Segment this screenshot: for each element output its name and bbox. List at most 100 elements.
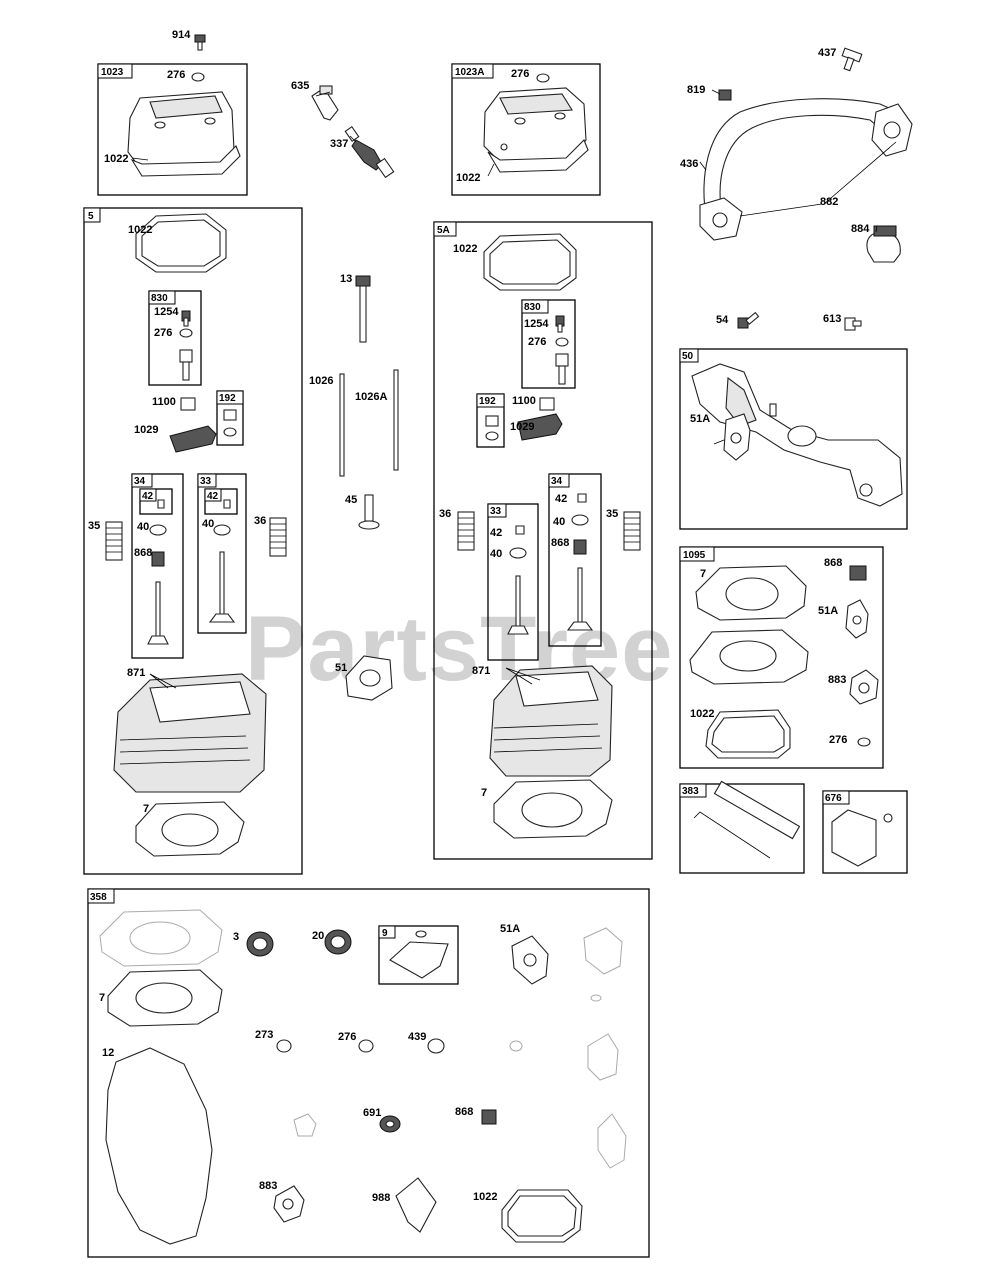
gasket-51a-358: [511, 935, 549, 985]
section-box-830-left: 830: [148, 290, 202, 386]
part-label: 276: [528, 336, 546, 348]
section-box-42-left: 42: [139, 488, 173, 515]
ghost-gasket-right-c: [597, 1113, 627, 1169]
part-label: 882: [820, 196, 838, 208]
washer-276-358: [358, 1039, 374, 1053]
part-labels: 914 276 1022 635 337 276 1022 437 819 43…: [88, 29, 870, 1204]
section-box-383: 383: [679, 783, 805, 874]
gasket-9: [389, 930, 449, 979]
section-box-5a: 5A: [433, 221, 653, 860]
ghost-washer-right: [590, 994, 602, 1002]
gasket-51: [345, 655, 393, 701]
part-label: 988: [372, 1192, 390, 1204]
ghost-gasket-right-b: [587, 1033, 619, 1081]
part-label: 7: [99, 992, 105, 1004]
part-label: 36: [254, 515, 266, 527]
section-tag: 5A: [437, 225, 450, 236]
part-label: 883: [828, 674, 846, 686]
part-label: 273: [255, 1029, 273, 1041]
gasket-12: [105, 1047, 213, 1245]
part-label: 51A: [500, 923, 520, 935]
valve-left: [147, 581, 169, 645]
part-label: 1022: [104, 153, 128, 165]
screw-1254-left: [181, 310, 191, 327]
part-label: 1254: [524, 318, 549, 330]
section-box-1023: 1023: [97, 63, 248, 196]
part-label: 884: [851, 223, 870, 235]
spring-36-right: [457, 511, 475, 551]
part-label: 40: [202, 518, 214, 530]
section-tag: 5: [88, 211, 94, 222]
part-label: 276: [829, 734, 847, 746]
part-label: 1029: [510, 421, 534, 433]
part-label: 276: [511, 68, 529, 80]
part-label: 868: [824, 557, 842, 569]
section-box-676: 676: [822, 790, 908, 874]
section-tag: 42: [207, 491, 219, 502]
head-gasket-7-right: [493, 779, 613, 839]
part-label: 1100: [152, 396, 176, 408]
section-box-50: 50: [679, 348, 908, 530]
section-tag: 1023A: [455, 67, 484, 78]
valve-cover-1023a: [483, 87, 589, 173]
part-label: 12: [102, 1047, 114, 1059]
retainer-40-right-b: [509, 547, 527, 559]
section-tag: 33: [200, 476, 212, 487]
part-label: 7: [143, 803, 149, 815]
spring-35-left: [105, 521, 123, 561]
section-box-5: 5: [83, 207, 303, 875]
seal-868-358: [481, 1109, 497, 1125]
section-tag: 1023: [101, 67, 124, 78]
section-tag: 42: [142, 491, 154, 502]
push-rod-1026: [339, 373, 345, 477]
section-tag: 9: [382, 928, 388, 939]
gasket-988: [395, 1177, 437, 1233]
retainer-192-right: [485, 415, 499, 441]
part-label: 1026: [309, 375, 333, 387]
part-label: 35: [88, 520, 100, 532]
part-label: 337: [330, 138, 348, 150]
valve-left-b: [208, 551, 236, 623]
bolt-54: [737, 311, 760, 329]
cylinder-head-871-right: [489, 665, 613, 777]
part-label: 51A: [690, 413, 710, 425]
spring-35-right: [623, 511, 641, 551]
washer-273: [276, 1039, 292, 1053]
seal-868-right: [573, 539, 587, 555]
section-box-42-left-b: 42: [204, 488, 238, 515]
nut-819: [718, 89, 732, 101]
part-label: 36: [439, 508, 451, 520]
part-label: 276: [167, 69, 185, 81]
part-label: 868: [134, 547, 152, 559]
exhaust-manifold-50: [691, 363, 903, 507]
part-label: 819: [687, 84, 705, 96]
part-label: 868: [551, 537, 569, 549]
retainer-40-left: [149, 524, 167, 536]
cover-676: [831, 809, 893, 867]
tool-383: [693, 780, 801, 859]
part-label: 871: [127, 667, 145, 679]
ghost-gasket-right: [583, 927, 623, 975]
section-box-33-right: 33: [487, 503, 539, 661]
valve-right-b: [507, 575, 529, 635]
rocker-arm-1029-right: [517, 413, 563, 441]
head-gasket-7-358: [107, 969, 223, 1027]
keeper-42-left-b: [223, 499, 231, 509]
part-label: 7: [481, 787, 487, 799]
keeper-42-right: [577, 493, 587, 503]
washer-439: [427, 1038, 445, 1054]
seal-868: [849, 565, 867, 581]
guide-1100-right: [539, 397, 555, 411]
keeper-42-right-b: [515, 525, 525, 535]
retainer-40-right: [571, 514, 589, 526]
head-gasket-7-left: [135, 801, 245, 857]
part-label: 871: [472, 665, 490, 677]
valve-right: [566, 567, 594, 631]
seal-691: [379, 1115, 401, 1133]
washer-276-b: [536, 73, 550, 83]
retainer-192-left: [223, 409, 237, 437]
section-tag: 383: [682, 786, 699, 797]
part-label: 914: [172, 29, 191, 41]
section-box-33-left: 33: [197, 473, 247, 634]
